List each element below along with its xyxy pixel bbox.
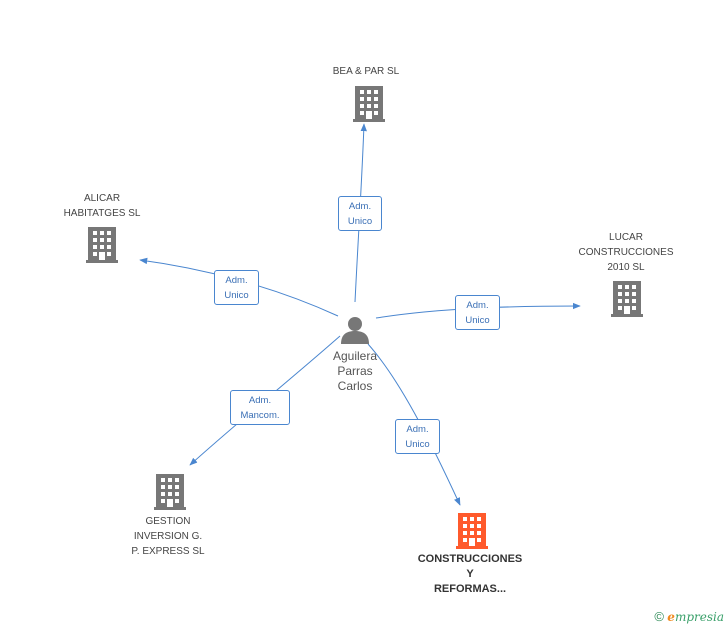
relation-label-alicar: Adm. Unico <box>214 270 259 305</box>
building-icon-alicar[interactable] <box>86 227 118 263</box>
building-icon-gestion[interactable] <box>154 474 186 510</box>
company-label-lucar[interactable]: LUCAR CONSTRUCCIONES 2010 SL <box>578 232 674 273</box>
building-icon-bea[interactable] <box>353 86 385 122</box>
building-icon-lucar[interactable] <box>611 281 643 317</box>
relation-label-lucar: Adm. Unico <box>455 295 500 330</box>
company-label-bea[interactable]: BEA & PAR SL <box>332 66 400 77</box>
company-label-alicar[interactable]: ALICAR HABITATGES SL <box>63 193 141 219</box>
relation-label-bea: Adm. Unico <box>338 196 382 231</box>
brand-name: mpresia <box>674 610 724 624</box>
relation-label-construcciones: Adm. Unico <box>395 419 440 454</box>
brand-initial: e <box>667 610 675 624</box>
relation-label-gestion: Adm. Mancom. <box>230 390 290 425</box>
building-icon-construcciones[interactable] <box>456 513 488 549</box>
copyright-symbol: © <box>654 609 664 624</box>
person-name-label[interactable]: Aguilera Parras Carlos <box>332 349 378 393</box>
edge-to-construcciones <box>367 343 461 506</box>
company-label-construcciones[interactable]: CONSTRUCCIONES Y REFORMAS... <box>417 553 523 595</box>
company-label-gestion[interactable]: GESTION INVERSION G. P. EXPRESS SL <box>131 516 205 557</box>
person-icon[interactable] <box>341 317 369 344</box>
copyright-brand: © empresia <box>654 609 724 624</box>
